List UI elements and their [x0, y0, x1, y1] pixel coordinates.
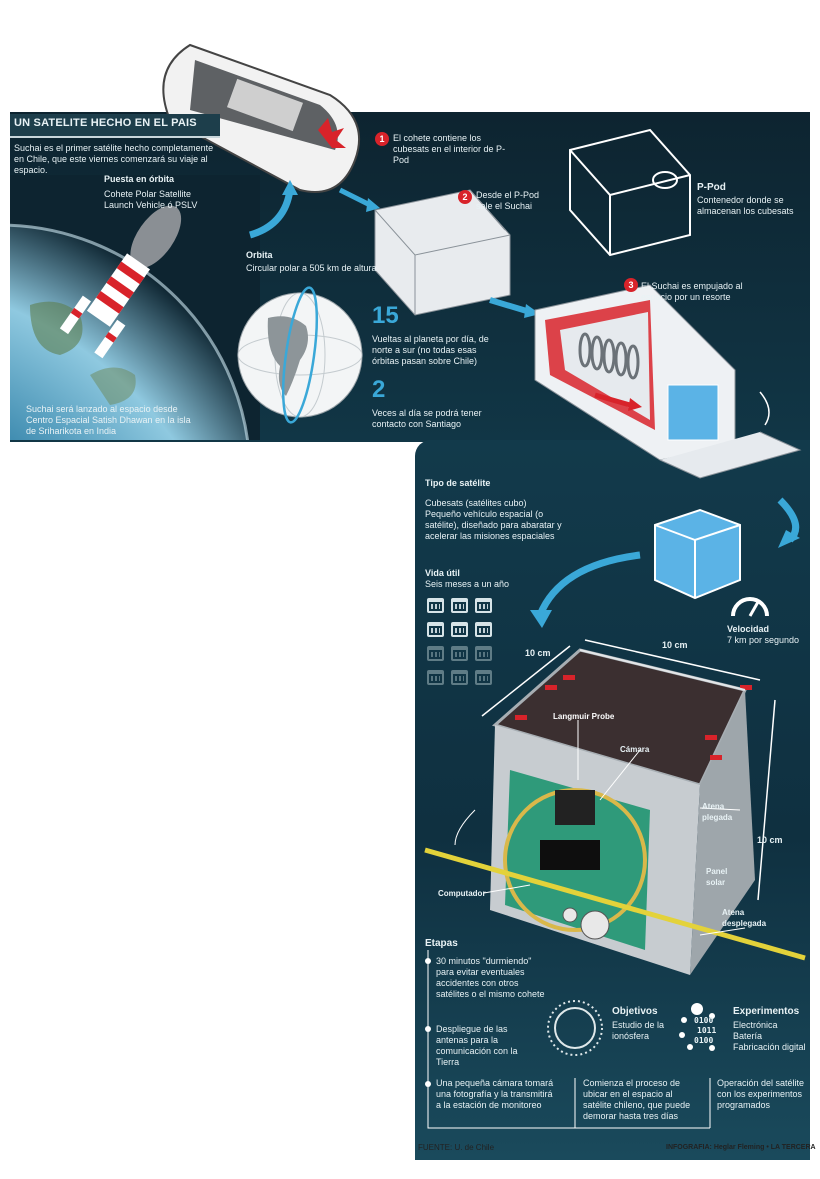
ppod-spring-illustration	[534, 284, 802, 479]
objectives-heading: Objetivos	[612, 1006, 658, 1017]
calendar-icon	[427, 598, 444, 613]
objectives-icon	[547, 1000, 603, 1056]
experiments-item-2: Batería	[733, 1031, 763, 1041]
launch-line1: Cohete Polar Satellite	[104, 189, 192, 199]
step-text-3: El Suchai es empujado al espacio por un …	[641, 281, 743, 302]
step-number-1: 1	[375, 132, 389, 146]
launch-caption: Suchai será lanzado al espacio desde Cen…	[26, 404, 191, 436]
orbit-stat2-text: Veces al día se podrá tener contacto con…	[372, 408, 482, 429]
stage-marker-3	[425, 1081, 431, 1087]
stage-timeline	[427, 950, 711, 1129]
step-number-3: 3	[624, 278, 638, 292]
rocket-fairing-illustration	[162, 43, 361, 193]
globe-illustration	[237, 286, 363, 424]
calendar-icon	[475, 646, 492, 661]
ppod-open-illustration	[374, 189, 511, 316]
orbit-heading: Orbita	[246, 250, 273, 260]
experiments-item-3: Fabricación digital	[733, 1042, 806, 1052]
calendar-icon	[427, 670, 444, 685]
calendar-icon	[427, 646, 444, 661]
speed-text: 7 km por segundo	[727, 635, 800, 645]
speed-gauge-icon	[731, 597, 769, 617]
label-antenna-folded: Atena plegada	[702, 802, 733, 822]
calendar-icon	[451, 670, 468, 685]
launch-heading: Puesta en órbita	[104, 174, 175, 184]
calendar-icon	[475, 598, 492, 613]
type-heading: Tipo de satélite	[425, 478, 491, 488]
stage-3-text: Una pequeña cámara tomará una fotografía…	[436, 1078, 554, 1110]
label-computer: Computador	[438, 889, 486, 898]
calendar-icon	[451, 622, 468, 637]
step-text-2: Desde el P-Pod sale el Suchai	[476, 190, 540, 211]
earth-image	[10, 175, 260, 440]
stage-2-text: Despliegue de las antenas para la comuni…	[436, 1024, 518, 1067]
calendar-icon	[475, 670, 492, 685]
life-text: Seis meses a un año	[425, 579, 510, 589]
stage-5-text: Operación del satélite con los experimen…	[717, 1078, 805, 1110]
footer-credit: INFOGRAFIA: Heglar Fleming • LA TERCERA	[666, 1144, 816, 1151]
speed-heading: Velocidad	[727, 624, 770, 634]
calendar-icon	[475, 622, 492, 637]
stage-1-text: 30 minutos "durmiendo" para evitar event…	[436, 956, 545, 999]
ppod-text: Contenedor donde se almacenan los cubesa…	[697, 195, 794, 216]
title-bar	[10, 114, 220, 138]
experiments-heading: Experimentos	[733, 1006, 800, 1017]
calendar-icon	[451, 598, 468, 613]
ppod-heading: P-Pod	[697, 182, 726, 193]
stages-heading: Etapas	[425, 938, 458, 949]
stage-marker-2	[425, 1026, 431, 1032]
orbit-stat1-text: Vueltas al planeta por día, de norte a s…	[372, 334, 489, 366]
life-heading: Vida útil	[425, 568, 460, 578]
calendar-icon	[427, 622, 444, 637]
label-langmuir-probe: Langmuir Probe	[553, 712, 615, 721]
cubesat-cutaway-illustration	[490, 648, 755, 975]
objectives-text: Estudio de la ionósfera	[612, 1020, 665, 1041]
label-solar-panel: Panel solar	[706, 867, 728, 887]
launch-line2: Launch Vehicle ó PSLV	[104, 200, 198, 210]
dimension-width: 10 cm	[662, 640, 688, 650]
step-text-1: El cohete contiene los cubesats en el in…	[393, 133, 506, 165]
type-text: Pequeño vehículo espacial (o satélite), …	[425, 509, 562, 541]
stage-marker-1	[425, 958, 431, 964]
label-camera: Cámara	[620, 745, 650, 754]
stage-4-text: Comienza el proceso de ubicar en el espa…	[583, 1078, 691, 1121]
orbit-stat1-value: 15	[372, 302, 399, 329]
experiments-binary-1: 0100	[694, 1016, 714, 1025]
ppod-illustration	[569, 128, 691, 257]
dimension-depth: 10 cm	[525, 648, 551, 658]
dimension-height: 10 cm	[757, 835, 783, 845]
label-antenna-deployed: Atena desplegada	[722, 908, 767, 928]
experiments-binary-3: 0100	[694, 1036, 714, 1045]
calendar-icon	[451, 646, 468, 661]
orbit-stat2-value: 2	[372, 376, 386, 403]
orbit-text: Circular polar a 505 km de altura	[246, 263, 377, 273]
intro-text: Suchai es el primer satélite hecho compl…	[14, 143, 214, 175]
page-title: UN SATELITE HECHO EN EL PAIS	[14, 117, 197, 129]
leader-lines	[454, 720, 746, 936]
earth-rocket-illustration	[10, 175, 260, 440]
cubesat-small-illustration	[654, 508, 741, 600]
footer-source: FUENTE: U. de Chile	[418, 1143, 495, 1152]
experiments-icon	[679, 1003, 715, 1051]
step-number-2: 2	[458, 190, 472, 204]
experiments-binary-2: 1011	[697, 1026, 717, 1035]
experiments-item-1: Electrónica	[733, 1020, 778, 1030]
dimension-arrows	[481, 639, 776, 901]
type-sub: Cubesats (satélites cubo)	[425, 498, 527, 508]
